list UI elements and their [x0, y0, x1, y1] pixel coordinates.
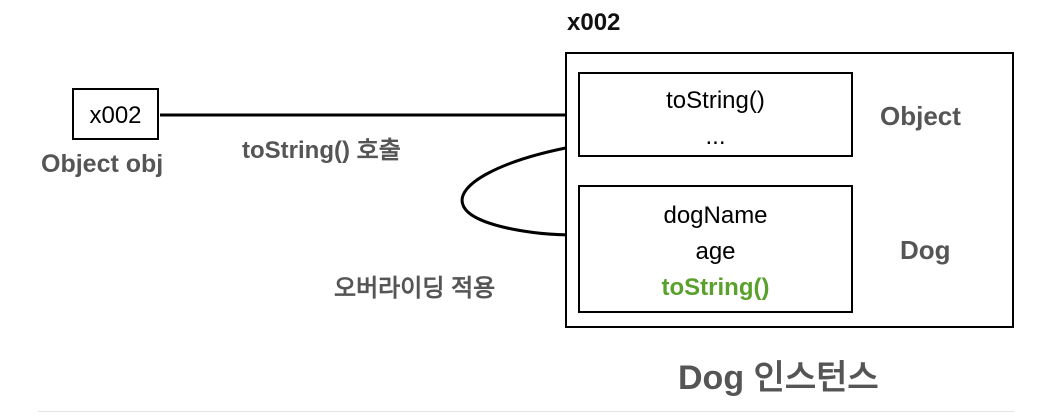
dog-section-box: dogName age toString(): [578, 185, 853, 313]
bottom-divider: [38, 411, 1014, 412]
reference-address: x002: [89, 102, 142, 129]
object-section-box: toString() ...: [578, 72, 853, 157]
object-method-ellipsis: ...: [705, 123, 726, 150]
dog-field-age: age: [695, 238, 736, 265]
reference-box: x002: [72, 88, 159, 140]
override-arrow: [460, 144, 576, 235]
instance-address: x002: [567, 9, 621, 36]
object-section-name: Object: [880, 101, 961, 131]
dog-method-tostring: toString(): [661, 274, 770, 301]
instance-caption: Dog 인스턴스: [678, 359, 879, 397]
dog-section-name: Dog: [900, 235, 951, 265]
object-method-tostring: toString(): [666, 87, 765, 114]
override-label: 오버라이딩 적용: [334, 275, 496, 302]
reference-variable-label: Object obj: [41, 150, 164, 178]
call-label: toString() 호출: [242, 137, 401, 164]
dog-field-dogname: dogName: [663, 202, 768, 229]
